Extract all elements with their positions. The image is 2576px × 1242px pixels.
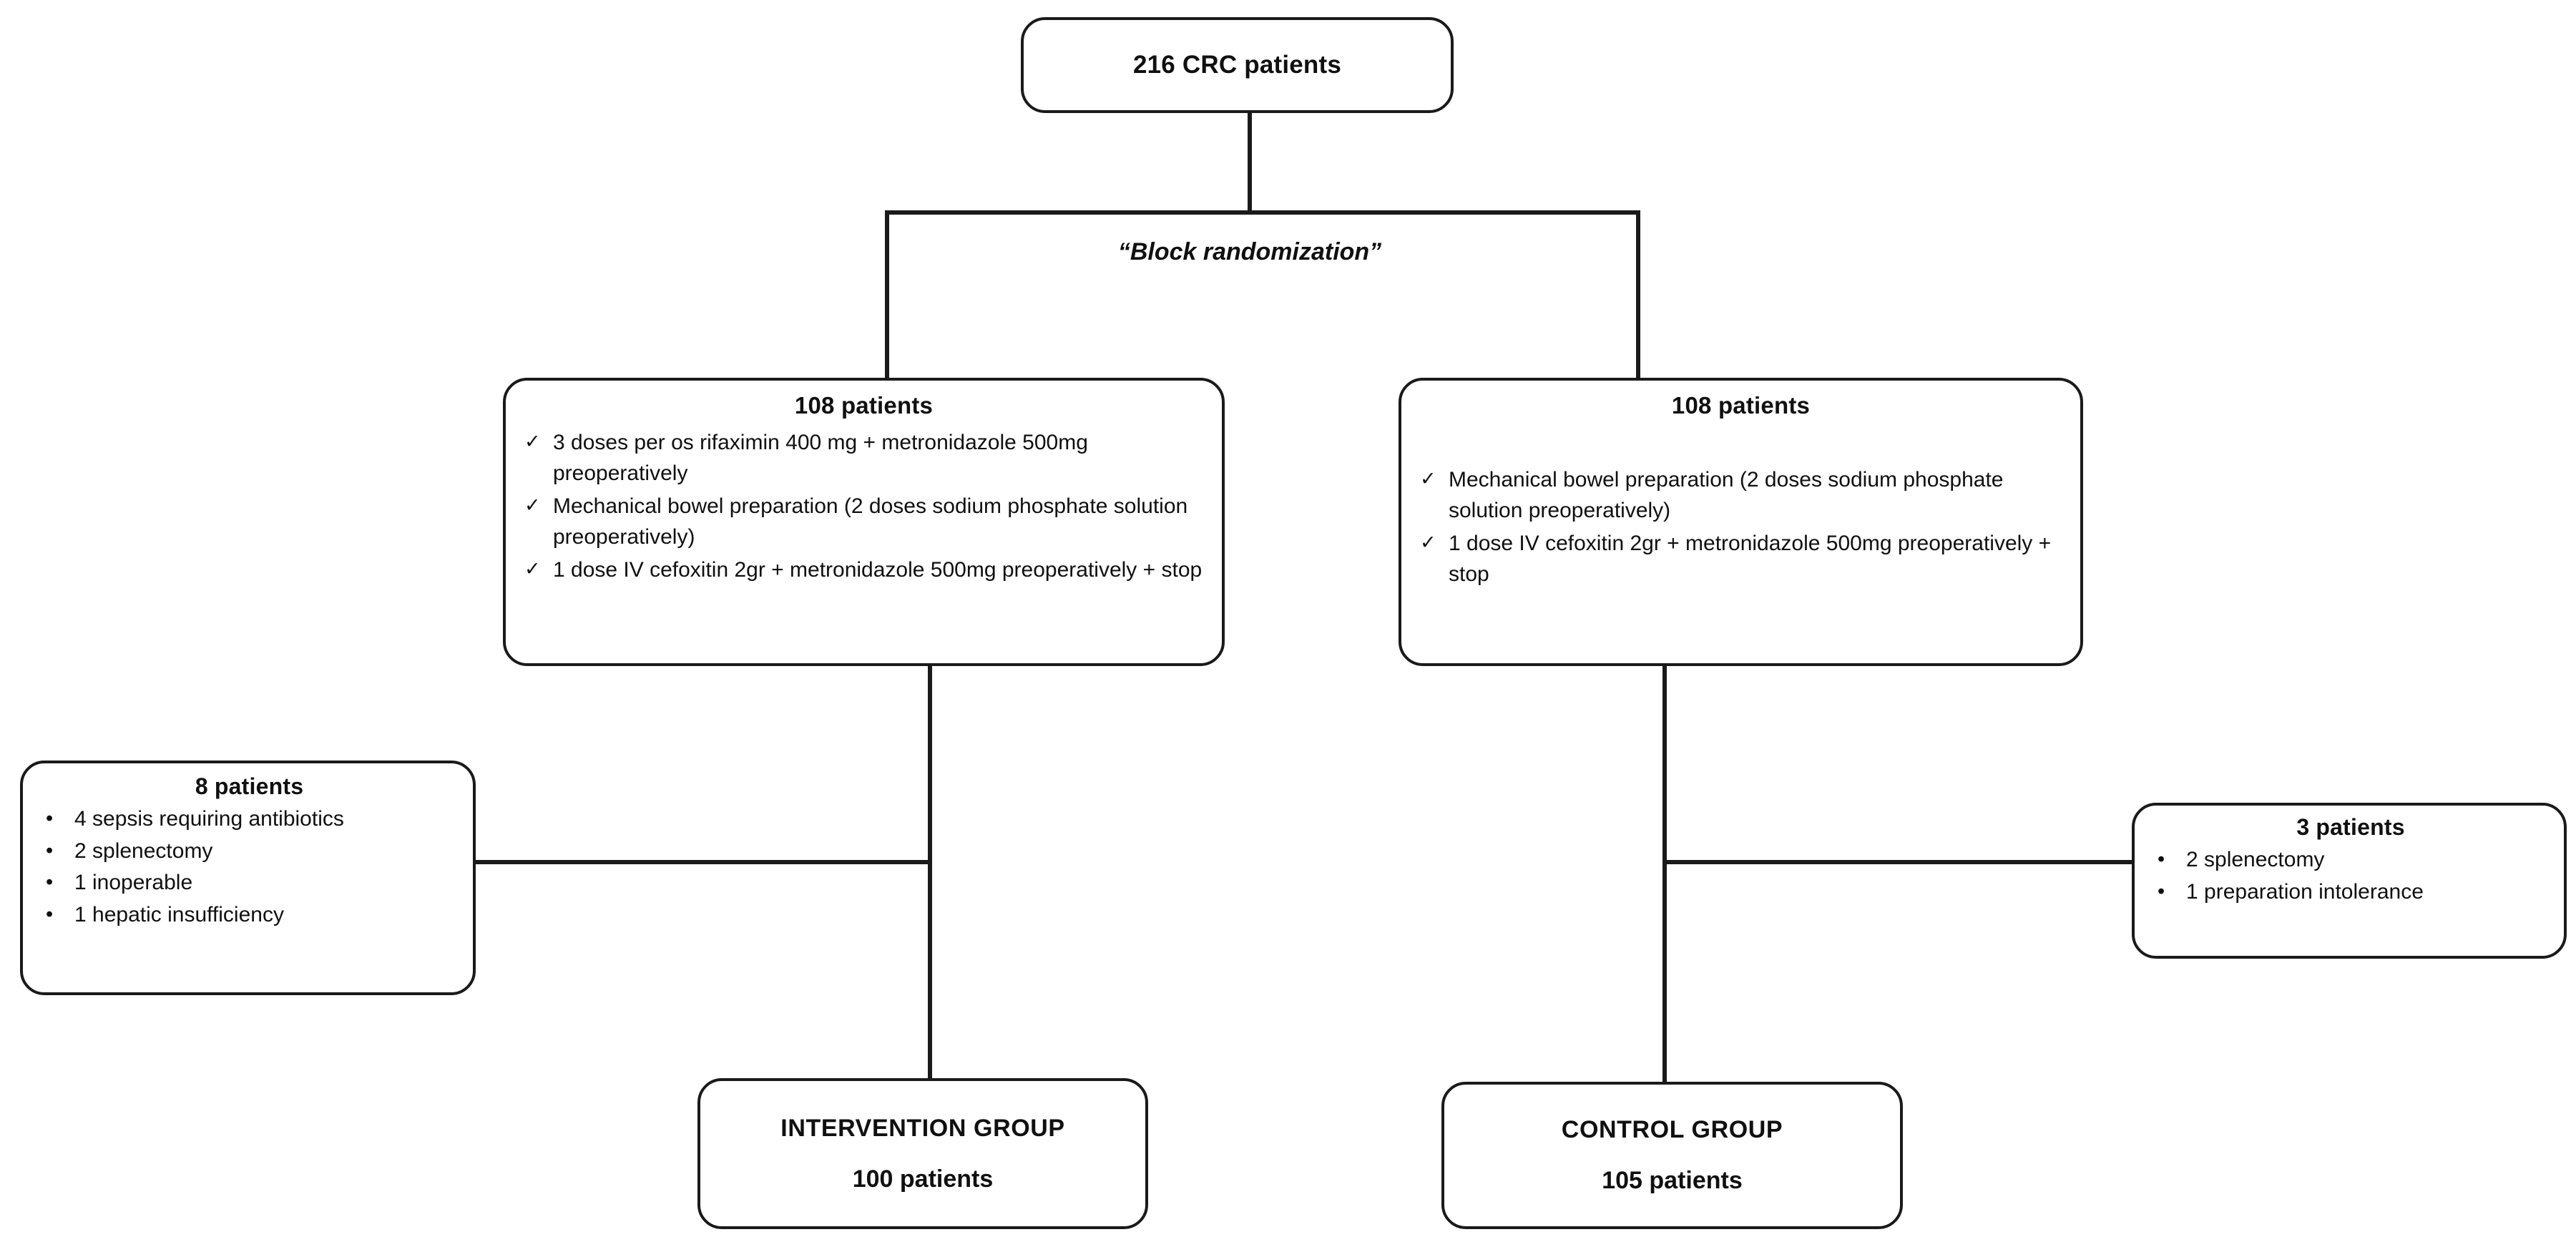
outcome-control-count: 105 patients — [1602, 1167, 1743, 1194]
list-item-text: 1 preparation intolerance — [2186, 879, 2424, 904]
node-outcome-intervention[interactable]: INTERVENTION GROUP 100 patients — [697, 1078, 1148, 1229]
list-item-text: 4 sepsis requiring antibiotics — [74, 807, 344, 831]
randomization-label: “Block randomization” — [1117, 238, 1382, 265]
list-item-text: 2 splenectomy — [2186, 848, 2325, 871]
list-item-text: Mechanical bowel preparation (2 doses so… — [553, 494, 1188, 549]
arm-control-title: 108 patients — [1671, 392, 1811, 419]
node-arm-control[interactable]: 108 patients ✓ Mechanical bowel preparat… — [1399, 378, 2083, 666]
node-root-cohort[interactable]: 216 CRC patients — [1021, 17, 1454, 113]
exclusion-right-list: • 2 splenectomy • 1 preparation intolera… — [2153, 845, 2548, 909]
bullet-dot-icon: • — [46, 807, 54, 830]
root-title: 216 CRC patients — [1132, 51, 1342, 79]
list-item: ✓ Mechanical bowel preparation (2 doses … — [1420, 465, 2062, 526]
node-exclusion-control[interactable]: 3 patients • 2 splenectomy • 1 preparati… — [2132, 803, 2567, 959]
check-icon: ✓ — [524, 558, 541, 580]
bullet-dot-icon: • — [2158, 848, 2165, 871]
list-item: • 4 sepsis requiring antibiotics — [41, 804, 457, 835]
outcome-intervention-group-label: INTERVENTION GROUP — [780, 1114, 1065, 1142]
arm-control-list: ✓ Mechanical bowel preparation (2 doses … — [1420, 465, 2062, 592]
check-icon: ✓ — [524, 494, 541, 517]
bullet-dot-icon: • — [46, 871, 54, 894]
list-item: • 1 inoperable — [41, 868, 457, 899]
check-icon: ✓ — [524, 431, 541, 452]
list-item-text: Mechanical bowel preparation (2 doses so… — [1449, 468, 2004, 522]
list-item: • 2 splenectomy — [41, 836, 457, 867]
list-item: ✓ Mechanical bowel preparation (2 doses … — [524, 492, 1203, 552]
outcome-intervention-count: 100 patients — [852, 1165, 994, 1193]
check-icon: ✓ — [1420, 532, 1436, 554]
node-outcome-control[interactable]: CONTROL GROUP 105 patients — [1441, 1082, 1903, 1229]
exclusion-right-title: 3 patients — [2296, 814, 2405, 840]
bullet-dot-icon: • — [46, 838, 54, 862]
exclusion-left-list: • 4 sepsis requiring antibiotics • 2 spl… — [41, 804, 457, 932]
list-item-text: 1 dose IV cefoxitin 2gr + metronidazole … — [1449, 532, 2052, 586]
arm-intervention-title: 108 patients — [794, 392, 934, 419]
list-item: • 1 preparation intolerance — [2153, 877, 2548, 908]
list-item-text: 2 splenectomy — [74, 838, 213, 863]
list-item-text: 1 hepatic insufficiency — [74, 902, 284, 926]
outcome-control-group-label: CONTROL GROUP — [1561, 1116, 1783, 1143]
list-item-text: 1 dose IV cefoxitin 2gr + metronidazole … — [553, 558, 1203, 582]
list-item: • 1 hepatic insufficiency — [41, 900, 457, 931]
list-item-text: 3 doses per os rifaximin 400 mg + metron… — [553, 431, 1088, 485]
check-icon: ✓ — [1420, 468, 1436, 489]
node-arm-intervention[interactable]: 108 patients ✓ 3 doses per os rifaximin … — [503, 378, 1225, 666]
list-item: ✓ 1 dose IV cefoxitin 2gr + metronidazol… — [524, 555, 1203, 586]
list-item: ✓ 3 doses per os rifaximin 400 mg + metr… — [524, 428, 1203, 489]
list-item: • 2 splenectomy — [2153, 845, 2548, 876]
bullet-dot-icon: • — [46, 902, 54, 926]
list-item: ✓ 1 dose IV cefoxitin 2gr + metronidazol… — [1420, 529, 2062, 590]
bullet-dot-icon: • — [2158, 879, 2165, 903]
node-exclusion-intervention[interactable]: 8 patients • 4 sepsis requiring antibiot… — [20, 761, 476, 995]
list-item-text: 1 inoperable — [74, 871, 193, 895]
exclusion-left-title: 8 patients — [195, 773, 304, 799]
arm-intervention-list: ✓ 3 doses per os rifaximin 400 mg + metr… — [524, 428, 1203, 589]
